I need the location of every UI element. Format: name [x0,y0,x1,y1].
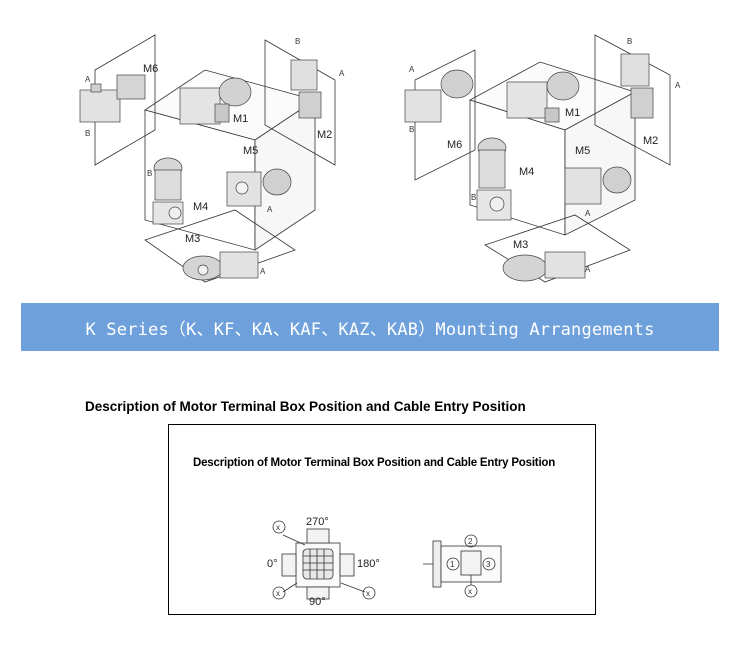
axis-label-a: A [339,69,345,78]
label-m2: M2 [317,129,332,141]
cable-entry-marker: x [366,589,370,598]
axis-label-b: B [85,129,90,138]
axis-label-a: A [585,265,591,274]
angle-270: 270° [306,516,329,528]
angle-90: 90° [309,596,326,608]
angle-180: 180° [357,558,380,570]
label-m2: M2 [643,135,658,147]
axis-label-b: B [295,37,300,46]
terminal-box-frame: Description of Motor Terminal Box Positi… [168,424,596,615]
section-heading: Description of Motor Terminal Box Positi… [85,399,526,414]
frame-heading: Description of Motor Terminal Box Positi… [193,457,556,469]
axis-label-a: A [267,205,273,214]
cable-entry-marker: x [468,587,472,596]
label-m3: M3 [513,239,528,251]
cable-entry-marker: x [276,589,280,598]
axis-label-b: B [471,193,476,202]
label-m6: M6 [143,63,158,75]
entry-position-3: 3 [486,560,491,569]
label-m4: M4 [193,201,208,213]
axis-label-b: B [409,125,414,134]
banner-title: K Series（K、KF、KA、KAF、KAZ、KAB）Mounting Ar… [85,319,655,340]
label-m5: M5 [575,145,590,157]
label-m4: M4 [519,166,534,178]
label-m5: M5 [243,145,258,157]
cable-entry-marker: x [276,523,280,532]
label-m6: M6 [447,139,462,151]
mounting-diagram-right-drawing: M6 M1 M2 M4 M5 M3 A B B A B A A [404,34,681,283]
axis-label-a: A [585,209,591,218]
entry-position-1: 1 [450,560,455,569]
mounting-diagram-right: M6 M1 M2 M4 M5 M3 A B B A B A A [395,20,725,300]
axis-label-a: A [409,65,415,74]
label-m1: M1 [233,113,248,125]
mounting-diagram-left-drawing: M6 M1 M2 M4 M5 M3 A B B A B A A [79,34,345,283]
axis-label-a: A [260,267,266,276]
label-m1: M1 [565,107,580,119]
angle-0: 0° [267,558,278,570]
axis-label-b: B [627,37,632,46]
series-banner: K Series（K、KF、KA、KAF、KAZ、KAB）Mounting Ar… [21,303,719,351]
mounting-diagram-left: M6 M1 M2 M4 M5 M3 A B B A B A A [55,20,385,300]
axis-label-a: A [85,75,91,84]
label-m3: M3 [185,233,200,245]
axis-label-a: A [675,81,681,90]
axis-label-b: B [147,169,152,178]
terminal-box-drawing: 270° 0° 180° 90° x x x x 2 1 3 [267,516,502,608]
entry-position-2: 2 [468,537,473,546]
